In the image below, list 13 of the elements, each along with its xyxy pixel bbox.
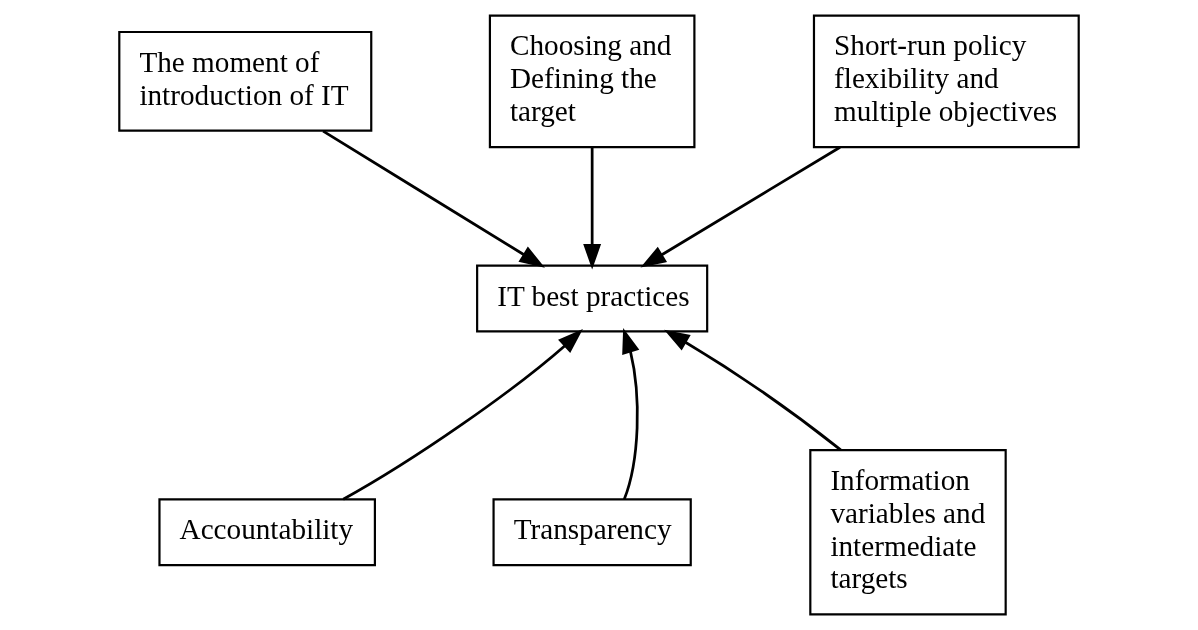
node-box: Short-run policy flexibility and multiple objectives bbox=[812, 14, 1080, 149]
arrow bbox=[322, 129, 545, 268]
node-box: Transparency bbox=[492, 498, 692, 567]
arrow bbox=[622, 327, 640, 500]
arrow bbox=[664, 329, 842, 451]
arrow bbox=[640, 146, 841, 268]
node-box: The moment of introduction of IT bbox=[118, 30, 373, 132]
arrow bbox=[342, 329, 583, 501]
node-box: Accountability bbox=[158, 498, 376, 567]
arrow bbox=[583, 147, 602, 270]
node-box: IT best practices bbox=[476, 264, 709, 333]
node-box: Information variables and intermediate targets bbox=[809, 449, 1007, 616]
node-box: Choosing and Defining the target bbox=[488, 14, 696, 149]
